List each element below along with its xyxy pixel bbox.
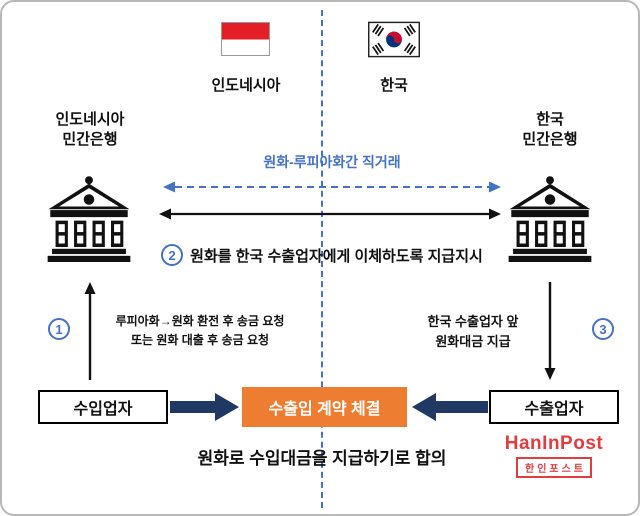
step2-text: 원화를 한국 수출업자에게 이체하도록 지급지시: [190, 247, 483, 265]
step2-row: 2 원화를 한국 수출업자에게 이체하도록 지급지시: [120, 244, 524, 266]
direct-trade-label: 원화-루피아화간 직거래: [263, 154, 401, 170]
importer-contract-block-arrow: [170, 393, 239, 421]
step3-text: 한국 수출업자 앞 원화대금 지급: [427, 314, 519, 350]
left-bank-label: 인도네시아 민간은행: [55, 111, 125, 149]
right-bank-label: 한국 민간은행: [522, 111, 578, 149]
step1-number-badge: 1: [48, 318, 70, 340]
step2-number-badge: 2: [161, 244, 184, 266]
exporter-contract-block-arrow: [412, 393, 488, 421]
agreement-note: 원화로 수입대금을 지급하기로 합의: [197, 449, 447, 468]
interbank-double-arrow: [159, 208, 501, 220]
indonesia-flag-label: 인도네시아: [211, 77, 281, 94]
country-divider-dashed-line: [321, 10, 323, 508]
exporter-box: 수출업자: [489, 390, 619, 424]
importer-box: 수입업자: [38, 390, 168, 424]
korea-flag-label: 한국: [380, 77, 408, 94]
step1-text: 루피아화→원화 환전 후 송금 요청 또는 원화 대출 후 송금 요청: [115, 314, 285, 347]
indonesia-flag-icon: [221, 22, 270, 56]
importer-to-bank-up-arrow: [84, 282, 96, 380]
bank-to-exporter-down-arrow: [544, 282, 556, 380]
haninpost-logo-subtext: 한인포스트: [516, 457, 592, 478]
contract-box: 수출입 계약 체결: [242, 387, 407, 427]
step3-number-badge: 3: [592, 318, 614, 340]
haninpost-logo: HanInPost 한인포스트: [500, 433, 608, 478]
direct-trade-double-arrow: [163, 181, 501, 193]
korea-flag-icon: [368, 21, 420, 58]
haninpost-logo-text: HanInPost: [504, 433, 604, 454]
